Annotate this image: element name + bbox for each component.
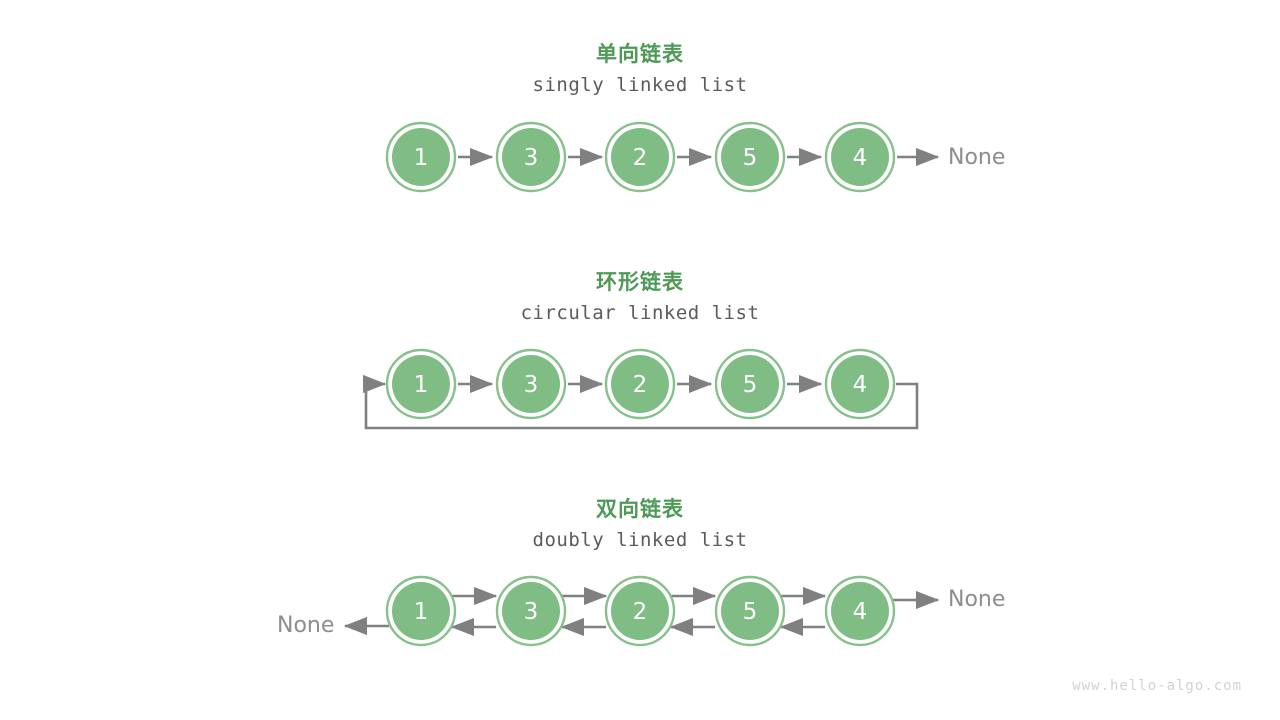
singly-node-3: 2 xyxy=(604,121,676,193)
node-value: 2 xyxy=(633,599,648,625)
doubly-list-title: 双向链表 xyxy=(596,497,684,521)
doubly-node-4: 5 xyxy=(714,575,786,647)
node-value: 5 xyxy=(743,145,758,171)
singly-list-subtitle: singly linked list xyxy=(532,74,748,96)
circular-node-3: 2 xyxy=(604,348,676,420)
node-value: 3 xyxy=(524,599,539,625)
circular-node-2: 3 xyxy=(495,348,567,420)
doubly-list-subtitle: doubly linked list xyxy=(532,529,748,551)
singly-node-2: 3 xyxy=(495,121,567,193)
doubly-node-2: 3 xyxy=(495,575,567,647)
circular-list-subtitle: circular linked list xyxy=(520,302,760,324)
doubly-node-3: 2 xyxy=(604,575,676,647)
circular-node-1: 1 xyxy=(385,348,457,420)
node-value: 4 xyxy=(853,145,868,171)
circular-loopback-path xyxy=(362,374,919,430)
node-value: 4 xyxy=(853,599,868,625)
node-value: 4 xyxy=(853,372,868,398)
node-value: 1 xyxy=(414,145,429,171)
node-value: 2 xyxy=(633,372,648,398)
node-value: 1 xyxy=(414,599,429,625)
doubly-node-5: 4 xyxy=(824,575,896,647)
doubly-head-none-label: None xyxy=(277,613,335,638)
singly-list-title: 单向链表 xyxy=(596,42,684,66)
node-value: 1 xyxy=(414,372,429,398)
doubly-prev-arrows xyxy=(343,616,825,637)
node-value: 5 xyxy=(743,372,758,398)
singly-node-5: 4 xyxy=(824,121,896,193)
node-value: 3 xyxy=(524,372,539,398)
singly-node-4: 5 xyxy=(714,121,786,193)
node-value: 3 xyxy=(524,145,539,171)
doubly-node-1: 1 xyxy=(385,575,457,647)
site-watermark: www.hello-algo.com xyxy=(1072,678,1242,694)
circular-list-title: 环形链表 xyxy=(596,270,684,294)
singly-tail-none-label: None xyxy=(948,145,1006,170)
doubly-tail-none-label: None xyxy=(948,587,1006,612)
doubly-next-arrows xyxy=(452,586,940,610)
node-value: 2 xyxy=(633,145,648,171)
circular-node-5: 4 xyxy=(824,348,896,420)
node-value: 5 xyxy=(743,599,758,625)
singly-node-1: 1 xyxy=(385,121,457,193)
circular-node-4: 5 xyxy=(714,348,786,420)
